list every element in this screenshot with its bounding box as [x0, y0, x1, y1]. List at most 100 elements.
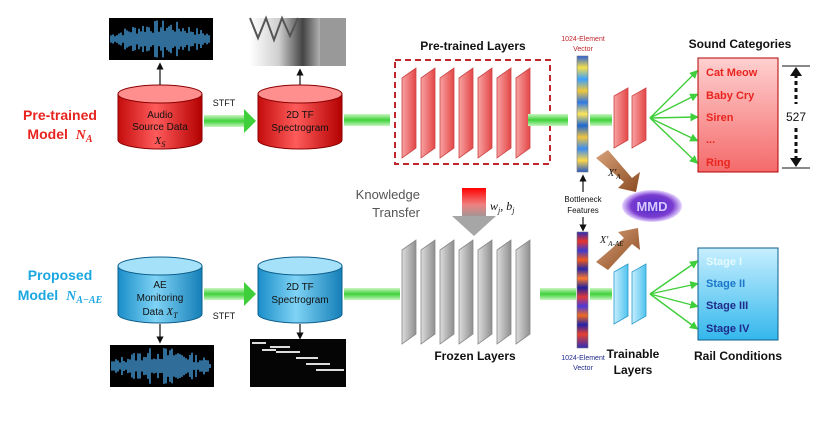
category-1: Baby Cry — [706, 90, 755, 102]
rail-conditions-box — [697, 247, 779, 341]
ae-line2: Monitoring — [137, 293, 184, 304]
frozen-layer-2 — [439, 239, 455, 345]
source-var-top: X — [154, 135, 163, 147]
proposed-label-line1: Proposed — [28, 267, 93, 283]
knowledge-label: Knowledge — [356, 187, 420, 202]
svg-text:XS: XS — [154, 135, 166, 149]
knowledge-transfer-arrow — [452, 188, 496, 236]
spectrogram-cylinder-bottom: 2D TF Spectrogram — [257, 256, 343, 324]
spec-bottom-line1: 2D TF — [286, 282, 314, 293]
proposed-label-line2: Model — [18, 287, 58, 303]
transfer-label: Transfer — [372, 205, 421, 220]
frozen-layer-0 — [401, 239, 417, 345]
fan-arrow-top-1 — [649, 93, 699, 119]
proposed-model-label: Proposed Model NA−AE — [18, 267, 103, 306]
xae-label: X' — [599, 235, 609, 246]
ae-line3: Data — [142, 307, 164, 318]
green-arrow-to-head-top — [590, 114, 612, 126]
audio-source-line2: Source Data — [132, 122, 188, 133]
svg-text:Data XT: Data XT — [142, 306, 178, 320]
pretrained-layer-5 — [496, 67, 512, 159]
xae-sub: A-AE — [607, 240, 624, 248]
spec-top-line2: Spectrogram — [271, 123, 328, 134]
proposed-model-symbol: N — [65, 289, 77, 304]
fan-arrows-bottom — [649, 260, 699, 330]
proposed-model-sub: A−AE — [75, 295, 102, 306]
stage-1: Stage II — [706, 278, 745, 290]
xa-label: X' — [607, 168, 617, 179]
fan-arrow-top-4 — [649, 117, 699, 164]
frozen-layer-4 — [477, 239, 493, 345]
pretrained-model-symbol: N — [75, 128, 87, 143]
frozen-layer-3 — [458, 239, 474, 345]
green-arrow-stft-top — [204, 115, 244, 127]
frozen-layers-title: Frozen Layers — [434, 349, 516, 363]
green-arrow-to-vector-top — [528, 114, 568, 126]
stage-0: Stage I — [706, 256, 742, 268]
pretrained-label-line2: Model — [27, 126, 67, 142]
stft-label-top: STFT — [213, 98, 236, 108]
svg-text:Model NA−AE: Model NA−AE — [18, 287, 103, 306]
green-arrow-to-vector-bottom — [540, 288, 576, 300]
green-arrow-to-layers-top — [344, 114, 390, 126]
count-indicator — [782, 65, 810, 169]
source-var-bottom-sub: T — [173, 311, 178, 320]
green-arrow-to-frozen — [344, 288, 400, 300]
category-2: Siren — [706, 112, 734, 124]
svg-text:Model NA: Model NA — [27, 126, 92, 145]
category-4: Ring — [706, 157, 730, 169]
source-var-top-sub: S — [161, 140, 165, 149]
fan-arrow-top-0 — [649, 70, 698, 119]
green-arrow-head-stft-top — [244, 109, 256, 133]
category-count: 527 — [786, 110, 806, 124]
mmd-label: MMD — [636, 199, 667, 214]
pretrained-layers-box — [394, 59, 551, 165]
spectrogram-image-bottom — [250, 339, 346, 387]
param-w-sub: j — [497, 206, 501, 215]
frozen-layer-6 — [515, 239, 531, 345]
arrow-xae-to-mmd — [596, 228, 640, 270]
spec-bottom-line2: Spectrogram — [271, 295, 328, 306]
fan-arrow-top-2 — [649, 112, 699, 122]
spectrogram-cylinder-top: 2D TF Spectrogram — [257, 84, 343, 150]
stage-3: Stage IV — [706, 323, 750, 335]
fan-arrow-bottom-2 — [649, 293, 699, 309]
param-b: b — [506, 199, 512, 213]
audio-source-line1: Audio — [147, 110, 173, 121]
param-w: w — [490, 199, 498, 213]
vector-label-bottom-2: Vector — [573, 365, 594, 372]
source-var-bottom: X — [165, 306, 174, 318]
feature-vector-bottom — [576, 231, 589, 349]
rail-conditions-title: Rail Conditions — [694, 349, 782, 363]
stage-2: Stage III — [706, 300, 748, 312]
spec-top-line1: 2D TF — [286, 110, 314, 121]
vector-label-bottom-1: 1024-Element — [561, 355, 605, 362]
fan-arrow-bottom-0 — [649, 260, 699, 295]
arrow-xa-to-mmd — [596, 150, 640, 192]
ae-monitoring-cylinder: AE Monitoring Data XT — [117, 256, 203, 324]
fan-arrow-bottom-3 — [649, 293, 699, 330]
frozen-layer-stack — [401, 239, 531, 345]
green-arrow-head-stft-bottom — [244, 282, 256, 306]
bottleneck-label-2: Features — [567, 206, 599, 215]
stft-label-bottom: STFT — [213, 311, 236, 321]
category-0: Cat Meow — [706, 67, 758, 79]
trainable-label-1: Trainable — [607, 347, 660, 361]
pretrained-layer-stack — [401, 67, 531, 159]
pretrained-head-layers — [613, 87, 647, 149]
pretrained-layers-title: Pre-trained Layers — [420, 39, 526, 53]
ae-line1: AE — [153, 280, 167, 291]
waveform-image-bottom — [110, 345, 214, 387]
pretrained-layer-6 — [515, 67, 531, 159]
frozen-layer-1 — [420, 239, 436, 345]
fan-arrows-top — [649, 70, 699, 164]
pretrained-layer-3 — [458, 67, 474, 159]
category-3: ... — [706, 134, 715, 146]
waveform-image-top — [109, 18, 213, 60]
svg-text:X'A: X'A — [607, 168, 621, 181]
pretrained-layer-2 — [439, 67, 455, 159]
pretrained-model-sub: A — [85, 134, 93, 145]
frozen-layer-5 — [496, 239, 512, 345]
spectrogram-image-top — [249, 15, 346, 66]
